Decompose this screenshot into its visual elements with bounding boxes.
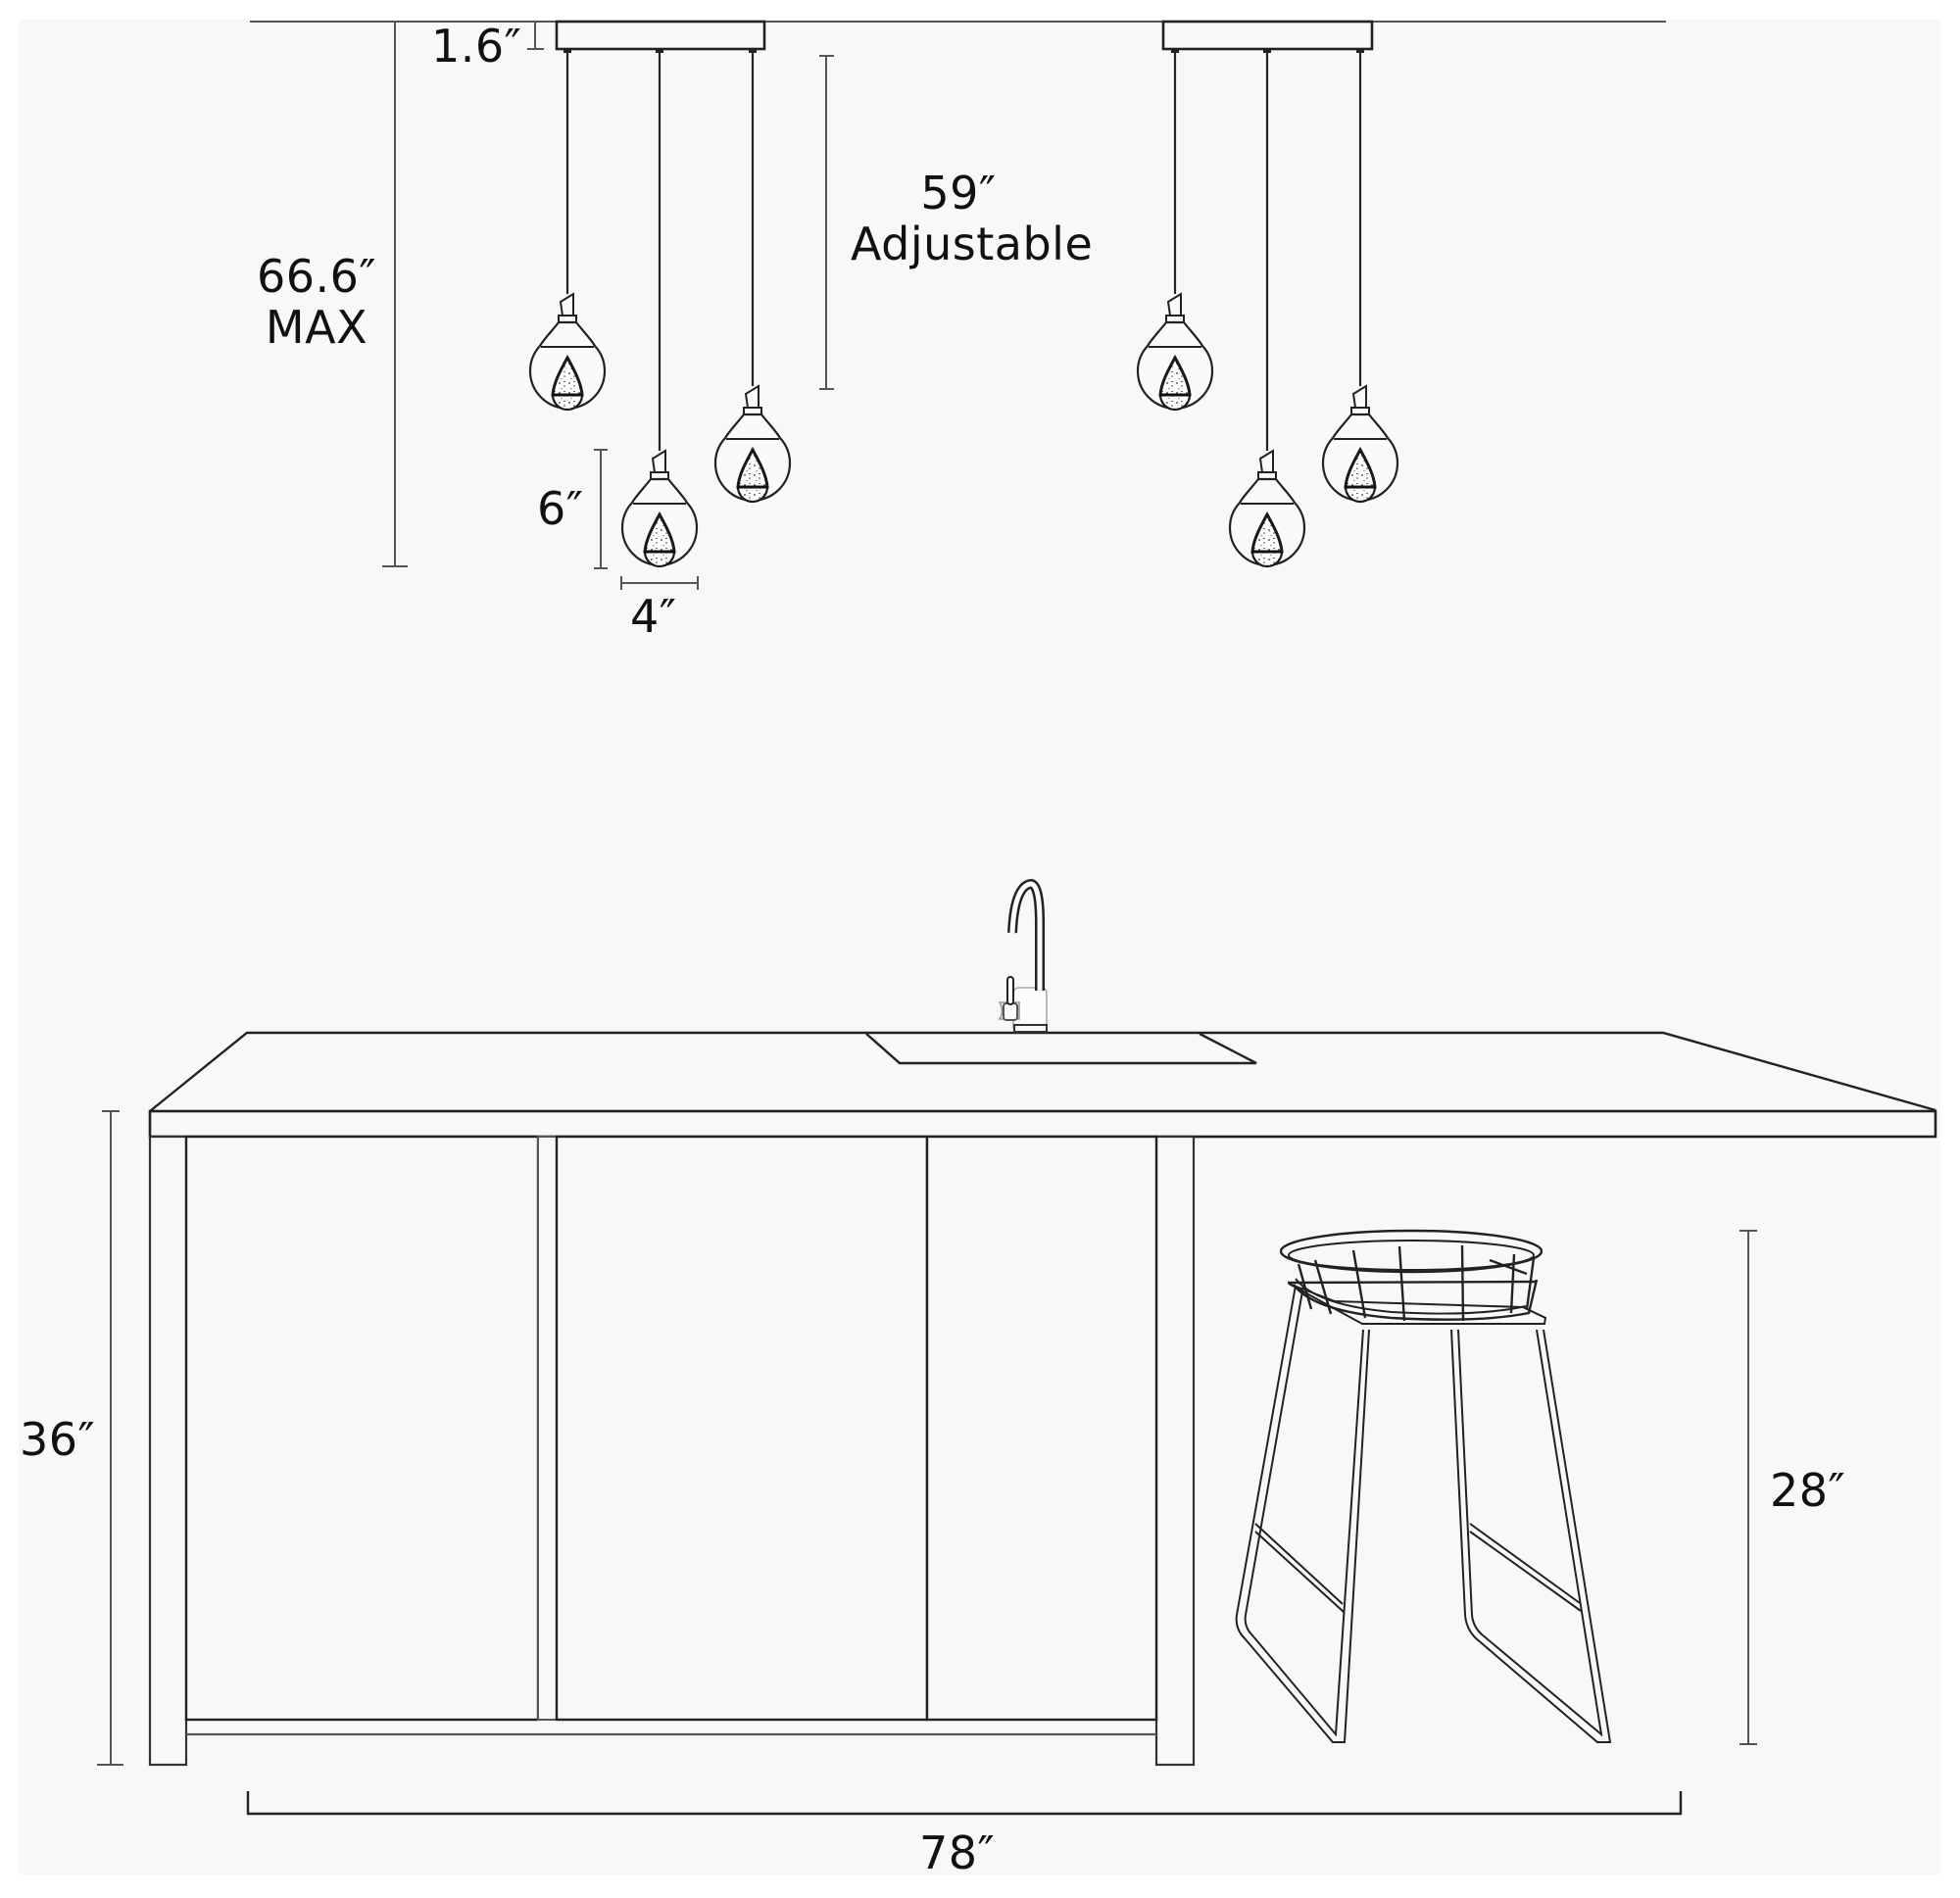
island-length-dimension xyxy=(246,1791,1683,1816)
fixture-left xyxy=(528,20,792,568)
sink xyxy=(865,1032,1257,1065)
cord-length-dimension xyxy=(819,55,834,390)
stool-height-dimension xyxy=(1740,1230,1757,1745)
canopy xyxy=(1161,20,1374,51)
fixture-right xyxy=(1136,20,1399,568)
cord-length-label: 59″ Adjustable xyxy=(851,167,1094,270)
island-height-dimension xyxy=(97,1110,123,1766)
cabinet-door xyxy=(184,1135,540,1722)
overall-height-note: MAX xyxy=(265,300,368,354)
globe-height-dimension xyxy=(594,449,608,569)
globe-width-dimension xyxy=(620,576,699,590)
stool-height-label: 28″ xyxy=(1770,1464,1846,1517)
globe-width-label: 4″ xyxy=(630,590,677,643)
cabinet-door xyxy=(925,1135,1158,1722)
cabinet-leg xyxy=(1154,1135,1196,1767)
canopy-height-dimension xyxy=(527,22,544,50)
cabinet-leg xyxy=(148,1135,188,1767)
bar-stool xyxy=(1235,1229,1612,1743)
overall-height-value: 66.6″ xyxy=(256,250,377,303)
overall-height-label: 66.6″ MAX xyxy=(253,250,380,354)
faucet xyxy=(998,878,1048,1033)
overall-height-dimension xyxy=(382,22,408,567)
cord-length-value: 59″ xyxy=(920,167,997,219)
cabinet xyxy=(148,1135,1196,1767)
canopy-height-label: 1.6″ xyxy=(431,20,522,73)
canopy xyxy=(555,20,766,51)
cord-length-note: Adjustable xyxy=(851,217,1094,270)
island-height-label: 36″ xyxy=(20,1413,96,1466)
island-length-label: 78″ xyxy=(919,1826,996,1879)
cabinet-door xyxy=(555,1135,929,1722)
globe-height-label: 6″ xyxy=(537,482,584,535)
